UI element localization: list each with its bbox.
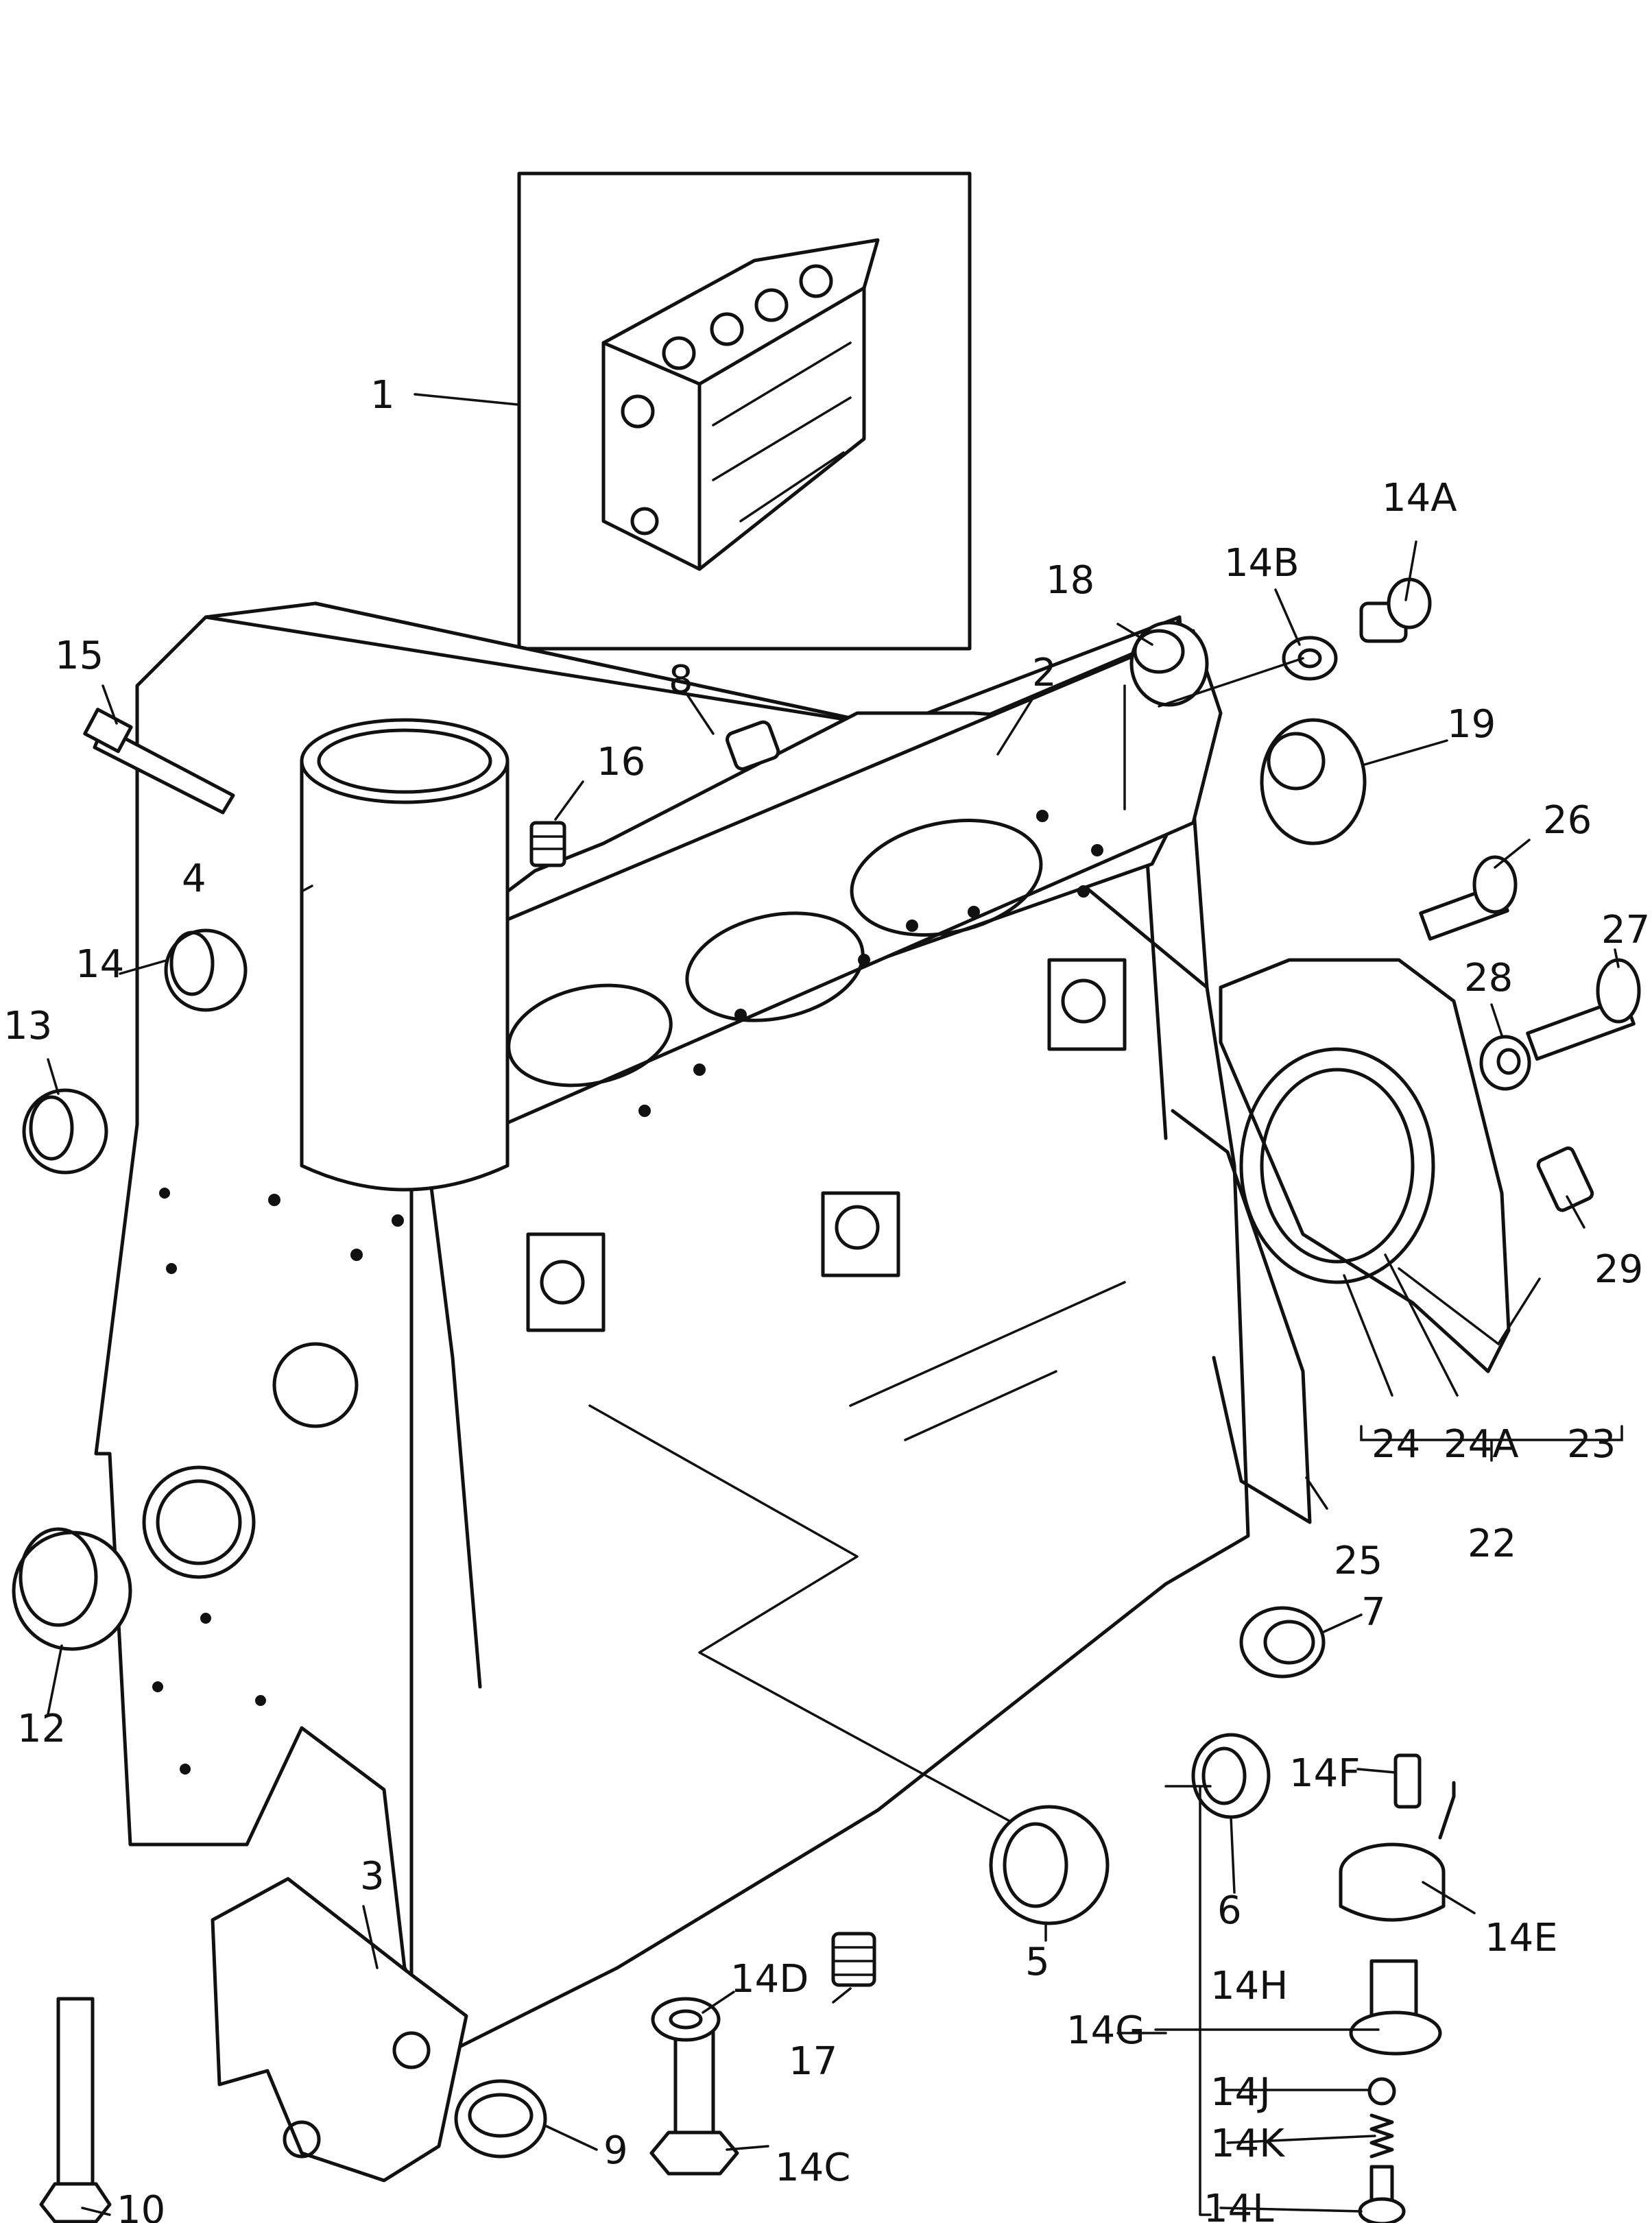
plug-14 [164, 928, 248, 1012]
plug-19 [1260, 718, 1367, 845]
callout-28: 28 [1464, 956, 1513, 1000]
ball-14J [1367, 2077, 1396, 2106]
plug-14A [1359, 577, 1432, 643]
callout-15: 15 [55, 634, 104, 678]
spring-14K [1369, 2113, 1394, 2159]
callout-8: 8 [669, 658, 693, 702]
callout-12: 12 [17, 1707, 66, 1751]
callout-14J: 14J [1210, 2070, 1271, 2115]
callout-14D: 14D [730, 1957, 809, 2002]
callout-9: 9 [603, 2128, 628, 2173]
callout-14B: 14B [1224, 541, 1300, 586]
callout-24A: 24A [1444, 1422, 1519, 1467]
valve-14H [1349, 1959, 1442, 2056]
dowel-29 [1536, 1146, 1594, 1212]
callout-14K: 14K [1210, 2122, 1285, 2166]
callout-26: 26 [1543, 798, 1592, 843]
rear-seal-retainer [1219, 958, 1511, 1373]
plug-13 [22, 1088, 108, 1175]
inset-complete-block [517, 171, 972, 651]
pin-14F [1393, 1753, 1422, 1809]
callout-7: 7 [1361, 1590, 1386, 1635]
callout-19: 19 [1447, 702, 1496, 747]
plug-16 [529, 821, 566, 867]
callout-6: 6 [1217, 1888, 1242, 1933]
bolt-26 [1419, 855, 1518, 941]
callout-labels: 1 2 3 4 5 6 7 8 9 10 12 13 14 14A 14B 14… [3, 373, 1650, 2223]
callout-14H: 14H [1210, 1964, 1288, 2008]
callout-10: 10 [117, 2188, 165, 2223]
callout-5: 5 [1025, 1940, 1050, 1984]
plug-14L [1358, 2165, 1406, 2223]
bolt-27 [1526, 958, 1641, 1061]
callout-23: 23 [1567, 1422, 1616, 1467]
cup-18 [1129, 621, 1209, 707]
callout-14C: 14C [775, 2146, 850, 2190]
callout-1: 1 [370, 373, 395, 418]
plug-6 [1191, 1733, 1271, 1819]
nozzle-14E [1339, 1781, 1456, 1922]
leader-lines [47, 393, 1623, 2216]
bushing-12 [12, 1527, 132, 1651]
callout-17: 17 [789, 2039, 837, 2084]
washer-28 [1479, 1035, 1531, 1091]
callout-2: 2 [1032, 651, 1057, 695]
callout-25: 25 [1334, 1539, 1382, 1583]
callout-14L: 14L [1204, 2187, 1273, 2223]
callout-24: 24 [1372, 1422, 1420, 1467]
plug-5 [989, 1805, 1110, 1925]
callout-13: 13 [3, 1004, 52, 1048]
callout-16: 16 [597, 740, 645, 784]
callout-14A: 14A [1382, 476, 1457, 520]
callout-3: 3 [360, 1854, 385, 1899]
callout-27: 27 [1601, 908, 1650, 952]
callout-14F: 14F [1289, 1751, 1360, 1796]
banjo-14C [649, 2021, 739, 2176]
washer-14B [1282, 636, 1338, 681]
callout-14G: 14G [1066, 2008, 1145, 2053]
callout-18: 18 [1046, 558, 1094, 603]
callout-22: 22 [1468, 1522, 1516, 1566]
bolt-10 [39, 1997, 112, 2223]
gasket-25 [1171, 1109, 1312, 1524]
plug-17 [831, 1932, 876, 1987]
cylinder-liner [300, 718, 510, 1192]
plug-8 [726, 720, 780, 771]
callout-14E: 14E [1485, 1916, 1558, 1960]
plug-7 [1239, 1606, 1326, 1679]
ring-9 [454, 2079, 547, 2159]
callout-29: 29 [1594, 1247, 1643, 1292]
callout-4: 4 [182, 856, 206, 901]
stud-bolt [83, 708, 235, 815]
main-bearing-cap [211, 1877, 468, 2183]
callout-14: 14 [75, 942, 124, 987]
washer-14D [651, 1997, 721, 2042]
